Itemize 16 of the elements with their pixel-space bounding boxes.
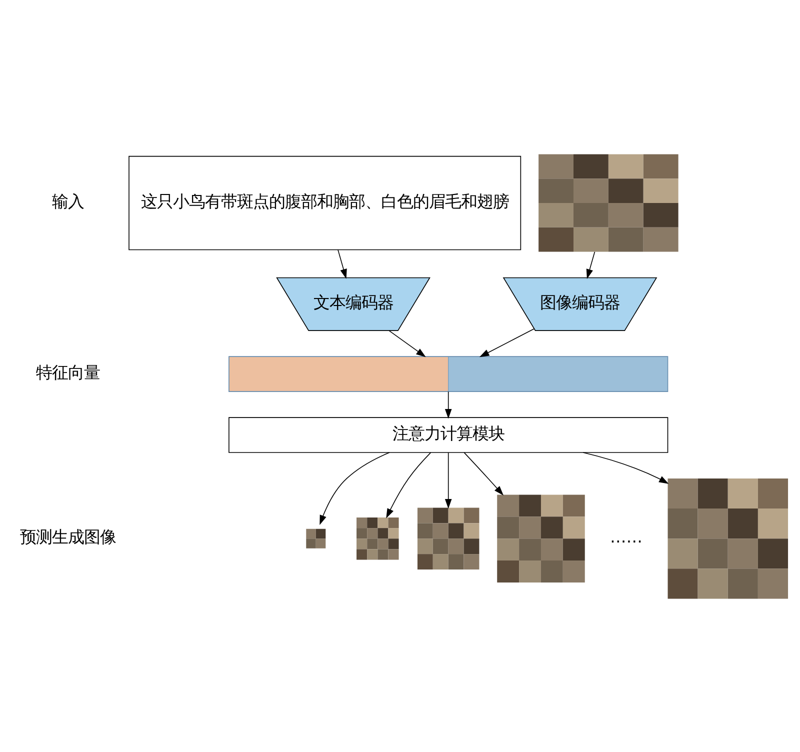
arrow	[338, 248, 347, 278]
label: ……	[610, 527, 643, 546]
label: 预测生成图像	[20, 527, 116, 546]
arrow	[444, 452, 452, 508]
node-box: 这只小鸟有带斑点的腹部和胸部、白色的眉毛和翅膀	[128, 155, 522, 250]
arrow	[444, 390, 452, 418]
node-box: 注意力计算模块	[228, 416, 668, 452]
arrow	[586, 250, 596, 278]
arrow	[320, 452, 390, 524]
arrow	[386, 452, 432, 518]
arrow	[582, 452, 669, 484]
label: 特征向量	[36, 362, 100, 382]
label: 输入	[52, 192, 84, 211]
arrow	[388, 330, 426, 357]
arrow	[479, 328, 534, 357]
arrow	[464, 452, 504, 496]
